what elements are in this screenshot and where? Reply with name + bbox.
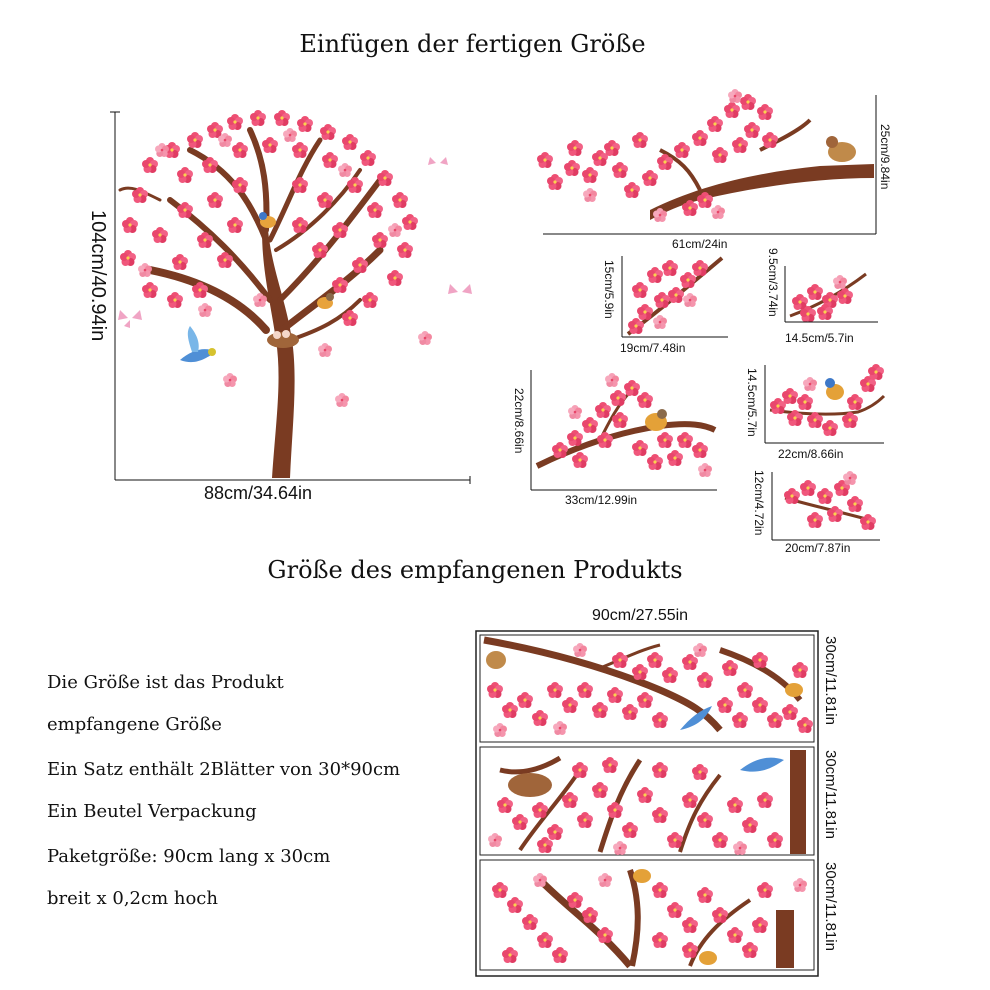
branch-2-height-label: 15cm/5.9in (602, 260, 616, 319)
tree-height-label: 104cm/40.94in (87, 210, 109, 342)
branch-6-illustration (784, 471, 876, 530)
sheet-3-height-label: 30cm/11.81in (822, 862, 839, 951)
large-branch-illustration (537, 89, 874, 222)
branch-3-dimension-lines (784, 266, 878, 323)
sheet-1-height-label: 30cm/11.81in (822, 636, 839, 725)
tree-width-label: 88cm/34.64in (204, 483, 313, 503)
description-line: Ein Beutel Verpackung (47, 801, 257, 822)
branch-2-illustration (626, 256, 724, 336)
description-line: empfangene Größe (47, 714, 222, 735)
branch-5-height-label: 14.5cm/5.7in (745, 368, 759, 437)
branch-6-dimension-lines (771, 472, 880, 541)
branch-6-height-label: 12cm/4.72in (752, 470, 766, 536)
branch-4-height-label: 22cm/8.66in (512, 388, 526, 454)
sheet-2-height-label: 30cm/11.81in (822, 750, 839, 839)
branch-3-height-label: 9.5cm/3.74in (766, 248, 780, 317)
tree-illustration (118, 110, 472, 478)
product-width-label: 90cm/27.55in (592, 607, 689, 624)
branch-5-illustration (769, 364, 886, 436)
large-branch-width-label: 61cm/24in (672, 237, 728, 251)
description-line: Paketgröße: 90cm lang x 30cm (47, 846, 331, 867)
description-line: Die Größe ist das Produkt (47, 672, 284, 693)
large-branch-height-label: 25cm/9.84in (878, 124, 892, 190)
branch-4-illustration (535, 373, 717, 477)
branch-4-dimension-lines (530, 370, 717, 491)
branch-3-width-label: 14.5cm/5.7in (785, 331, 854, 345)
branch-2-width-label: 19cm/7.48in (620, 341, 686, 355)
branch-6-width-label: 20cm/7.87in (785, 541, 851, 555)
tree-dimension-lines (110, 111, 471, 484)
branch-4-width-label: 33cm/12.99in (565, 493, 638, 507)
large-branch-dimension-lines (543, 95, 877, 235)
product-sheets (475, 630, 819, 977)
branch-3-illustration (789, 272, 867, 322)
branch-5-width-label: 22cm/8.66in (778, 447, 844, 461)
heading-received-size: Größe des empfangenen Produkts (267, 556, 683, 584)
heading-finished-size: Einfügen der fertigen Größe (299, 30, 646, 58)
branch-2-dimension-lines (621, 256, 728, 338)
branch-5-dimension-lines (764, 365, 884, 444)
description-line: breit x 0,2cm hoch (47, 888, 218, 909)
description-line: Ein Satz enthält 2Blätter von 30*90cm (47, 759, 401, 780)
